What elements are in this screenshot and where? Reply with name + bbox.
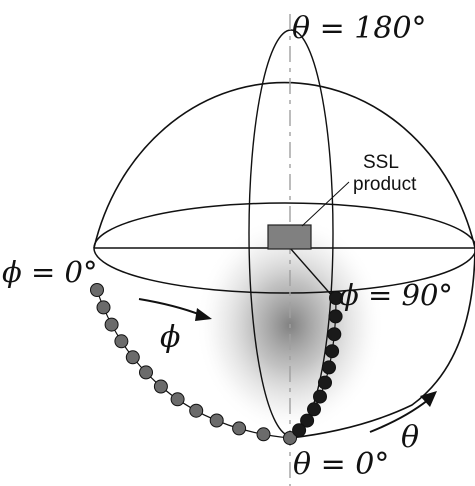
phi-measurement-dot — [104, 317, 119, 332]
theta-180-label: θ = 180° — [292, 11, 427, 46]
theta-measurement-points — [292, 291, 343, 438]
phi-measurement-dot — [114, 334, 129, 349]
theta-direction-arrow — [369, 399, 429, 433]
theta-measurement-dot — [322, 360, 336, 375]
product-leader-line — [301, 181, 350, 227]
ssl-label: SSL — [363, 152, 399, 173]
phi-90-label: ϕ = 90° — [339, 278, 453, 312]
theta-0-label: θ = 0° — [293, 447, 389, 482]
radius-line — [289, 247, 335, 299]
phi-measurement-dot — [125, 350, 140, 365]
ssl-product-box — [267, 224, 312, 250]
theta-measurement-dot — [307, 402, 321, 417]
phi-measurement-dot — [189, 403, 204, 418]
phi-symbol-label: ϕ — [160, 320, 180, 355]
product-label: product — [353, 174, 417, 195]
theta-arrow-head — [420, 391, 437, 407]
sphere-upper-hemisphere — [93, 81, 475, 249]
phi-measurement-dot — [256, 427, 271, 442]
theta-measurement-dot — [329, 291, 343, 305]
phi-measurement-dot — [170, 392, 185, 407]
phi-measurement-dot — [283, 431, 297, 445]
theta-symbol-label: θ — [401, 420, 419, 455]
theta-measurement-dot — [327, 327, 342, 342]
phi-measurement-dot — [139, 365, 153, 380]
phi-measurement-dot — [90, 283, 104, 297]
phi-measurement-dot — [232, 421, 247, 436]
phi-0-label: ϕ = 0° — [2, 255, 97, 289]
theta-measurement-dot — [325, 344, 340, 359]
phi-measurement-dot — [209, 413, 224, 428]
theta-measurement-dot — [318, 375, 332, 390]
theta-measurement-dot — [313, 389, 327, 404]
phi-direction-arrow — [138, 298, 202, 316]
phi-arrow-head — [195, 308, 212, 321]
theta-measurement-dot — [292, 423, 307, 438]
theta-measurement-dot — [300, 413, 315, 428]
phi-measurement-dot — [153, 379, 168, 394]
phi-measurement-points — [90, 283, 297, 445]
phi-measurement-dot — [96, 300, 111, 315]
sphere-lower-right-outline — [289, 247, 475, 439]
theta-measurement-dot — [328, 309, 343, 324]
